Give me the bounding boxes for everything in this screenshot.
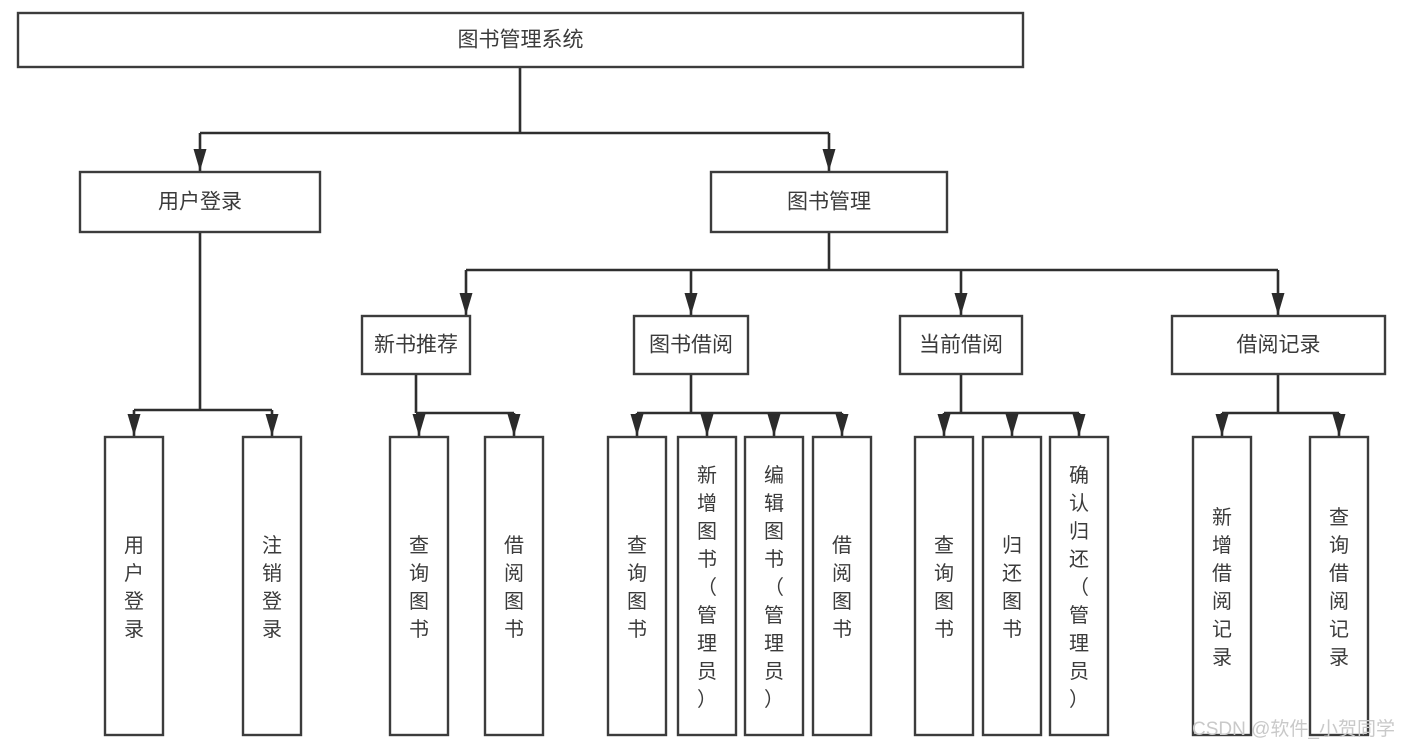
csdn-watermark: CSDN @软件_小贺同学	[1192, 718, 1395, 740]
node-rect[interactable]	[1308, 435, 1370, 737]
node-rect[interactable]	[632, 314, 750, 376]
node-rect[interactable]	[483, 435, 545, 737]
node-leaf-新增借阅记录[interactable]: 新增借阅记录	[1191, 435, 1253, 737]
node-rect[interactable]	[913, 435, 975, 737]
node-label: 图书管理系统	[458, 29, 584, 52]
connector-group	[459, 232, 1285, 315]
node-label: 借阅图书	[504, 534, 524, 641]
node-level2-图书管理[interactable]: 图书管理	[709, 170, 949, 234]
node-label: 查询图书	[627, 534, 647, 641]
node-level3-借阅记录[interactable]: 借阅记录	[1170, 314, 1387, 376]
node-label: 新增借阅记录	[1212, 506, 1232, 669]
node-rect[interactable]	[1191, 435, 1253, 737]
node-leaf-用户登录[interactable]: 用户登录	[103, 435, 165, 737]
node-level2-用户登录[interactable]: 用户登录	[78, 170, 322, 234]
node-rect[interactable]	[606, 435, 668, 737]
node-leaf-借阅图书[interactable]: 借阅图书	[483, 435, 545, 737]
node-label: 归还图书	[1002, 534, 1022, 641]
node-label: 用户登录	[158, 191, 242, 214]
node-label: 借阅图书	[832, 534, 852, 641]
node-leaf-借阅图书[interactable]: 借阅图书	[811, 435, 873, 737]
node-rect[interactable]	[241, 435, 303, 737]
node-rect[interactable]	[709, 170, 949, 234]
node-level3-图书借阅[interactable]: 图书借阅	[632, 314, 750, 376]
node-level3-当前借阅[interactable]: 当前借阅	[898, 314, 1024, 376]
node-label: 当前借阅	[919, 334, 1003, 357]
node-leaf-查询借阅记录[interactable]: 查询借阅记录	[1308, 435, 1370, 737]
node-leaf-注销登录[interactable]: 注销登录	[241, 435, 303, 737]
connector-layer	[127, 67, 1346, 436]
connector-group	[193, 67, 836, 171]
node-label: 查询图书	[934, 534, 954, 641]
connector-group	[412, 374, 521, 436]
node-level3-新书推荐[interactable]: 新书推荐	[360, 314, 472, 376]
node-label: 图书管理	[787, 191, 871, 214]
node-leaf-查询图书[interactable]: 查询图书	[606, 435, 668, 737]
node-rect[interactable]	[898, 314, 1024, 376]
node-label: 确认归还（管理员）	[1069, 464, 1089, 711]
node-rect[interactable]	[1048, 435, 1110, 737]
connector-group	[1215, 374, 1346, 436]
node-leaf-确认归还（管理员）[interactable]: 确认归还（管理员）	[1048, 435, 1110, 737]
node-leaf-归还图书[interactable]: 归还图书	[981, 435, 1043, 737]
node-rect[interactable]	[16, 11, 1025, 69]
node-rect[interactable]	[743, 435, 805, 737]
node-root-图书管理系统[interactable]: 图书管理系统	[16, 11, 1025, 69]
node-label: 查询借阅记录	[1329, 506, 1349, 669]
node-leaf-查询图书[interactable]: 查询图书	[913, 435, 975, 737]
node-rect[interactable]	[388, 435, 450, 737]
node-rect[interactable]	[1170, 314, 1387, 376]
node-rect[interactable]	[78, 170, 322, 234]
node-leaf-编辑图书（管理员）[interactable]: 编辑图书（管理员）	[743, 435, 805, 737]
node-rect[interactable]	[811, 435, 873, 737]
node-leaf-新增图书（管理员）[interactable]: 新增图书（管理员）	[676, 435, 738, 737]
node-label: 查询图书	[409, 534, 429, 641]
node-label: 借阅记录	[1237, 334, 1321, 357]
node-label: 编辑图书（管理员）	[764, 464, 784, 711]
node-label: 用户登录	[124, 535, 144, 641]
node-label: 新书推荐	[374, 334, 458, 357]
node-rect[interactable]	[981, 435, 1043, 737]
node-rect[interactable]	[676, 435, 738, 737]
node-label: 图书借阅	[649, 334, 733, 357]
node-layer: 图书管理系统用户登录图书管理新书推荐图书借阅当前借阅借阅记录用户登录注销登录查询…	[16, 11, 1387, 737]
node-label: 新增图书（管理员）	[697, 464, 717, 711]
connector-group	[127, 232, 279, 436]
node-label: 注销登录	[262, 534, 282, 641]
node-rect[interactable]	[103, 435, 165, 737]
node-rect[interactable]	[360, 314, 472, 376]
connector-group	[937, 374, 1086, 436]
node-leaf-查询图书[interactable]: 查询图书	[388, 435, 450, 737]
connector-group	[630, 374, 849, 436]
